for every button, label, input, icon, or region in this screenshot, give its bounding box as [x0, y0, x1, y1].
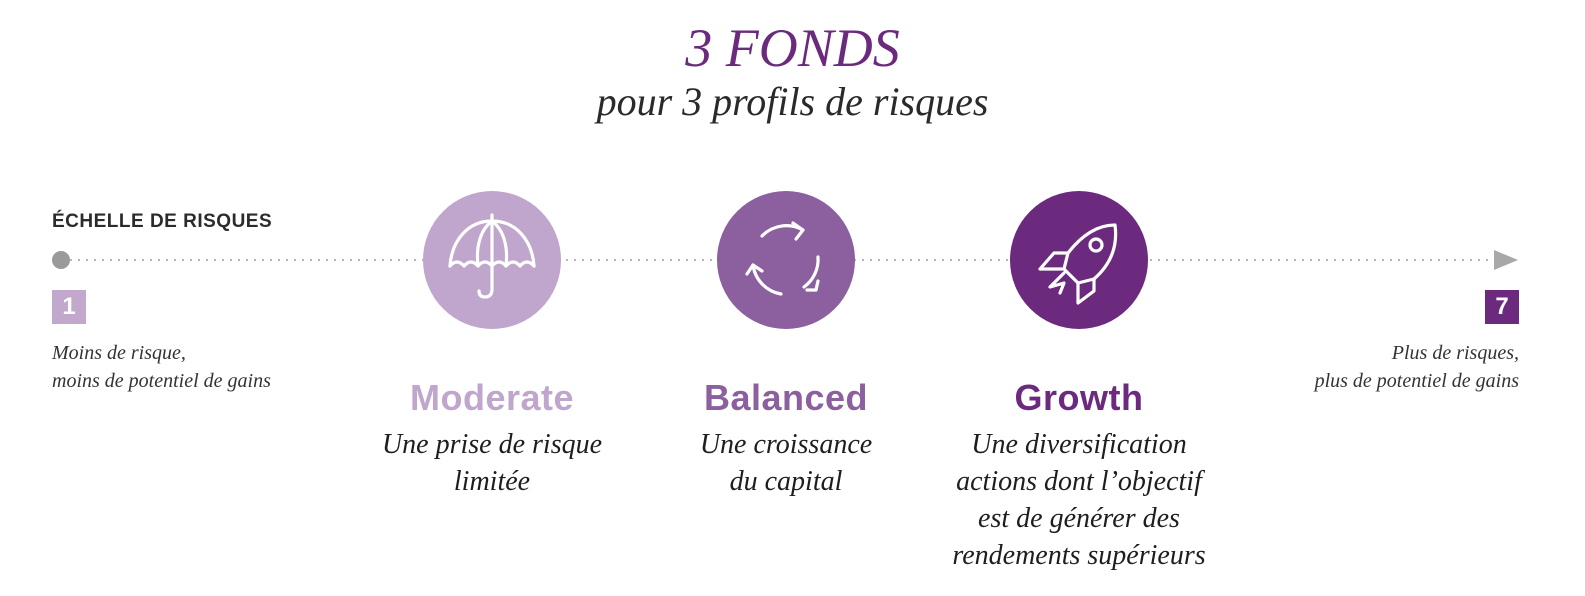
- fund-balanced: Balanced Une croissance du capital: [626, 374, 946, 500]
- fund-description-line: est de générer des: [978, 503, 1180, 534]
- fund-name-moderate: Moderate: [409, 377, 575, 418]
- risk-min-note: Moins de risque, moins de potentiel de g…: [52, 339, 271, 395]
- cycle-arrows-icon: [745, 221, 820, 296]
- fund-description-balanced: Une croissance du capital: [626, 426, 946, 500]
- risk-level-max-badge: 7: [1485, 290, 1519, 324]
- fund-description-line: Une croissance: [699, 429, 873, 460]
- risk-max-note-line: plus de potentiel de gains: [1314, 370, 1519, 392]
- fund-description-growth: Une diversification actions dont l’objec…: [919, 426, 1239, 574]
- risk-scale-label: ÉCHELLE DE RISQUES: [52, 211, 273, 232]
- risk-max-note: Plus de risques, plus de potentiel de ga…: [1315, 339, 1519, 395]
- page-title: 3 FONDS: [685, 18, 900, 78]
- moderate-fund-circle: [423, 191, 561, 329]
- fund-description-line: actions dont l’objectif: [956, 466, 1202, 497]
- axis-arrow-head: [1494, 250, 1518, 270]
- fund-description-moderate: Une prise de risque limitée: [332, 426, 652, 500]
- fund-description-line: Une diversification: [971, 429, 1187, 460]
- fund-description-line: rendements supérieurs: [952, 540, 1206, 571]
- balanced-fund-circle: [717, 191, 855, 329]
- risk-max-note-line: Plus de risques,: [1391, 342, 1519, 364]
- fund-description-line: du capital: [729, 466, 843, 497]
- fund-moderate: Moderate Une prise de risque limitée: [332, 374, 652, 500]
- fund-name-balanced: Balanced: [703, 377, 869, 418]
- umbrella-icon: [448, 213, 536, 299]
- fund-description-line: Une prise de risque: [381, 429, 603, 460]
- page-subtitle: pour 3 profils de risques: [596, 79, 989, 124]
- risk-level-min-badge: 1: [52, 290, 86, 324]
- rocket-icon: [1038, 223, 1118, 305]
- axis-start-dot: [52, 251, 70, 269]
- risk-min-note-line: moins de potentiel de gains: [52, 370, 271, 392]
- risk-min-note-line: Moins de risque,: [52, 342, 186, 364]
- fund-growth: Growth Une diversification actions dont …: [919, 374, 1239, 574]
- fund-name-growth: Growth: [1014, 377, 1144, 418]
- fund-description-line: limitée: [453, 466, 531, 497]
- growth-fund-circle: [1010, 191, 1148, 329]
